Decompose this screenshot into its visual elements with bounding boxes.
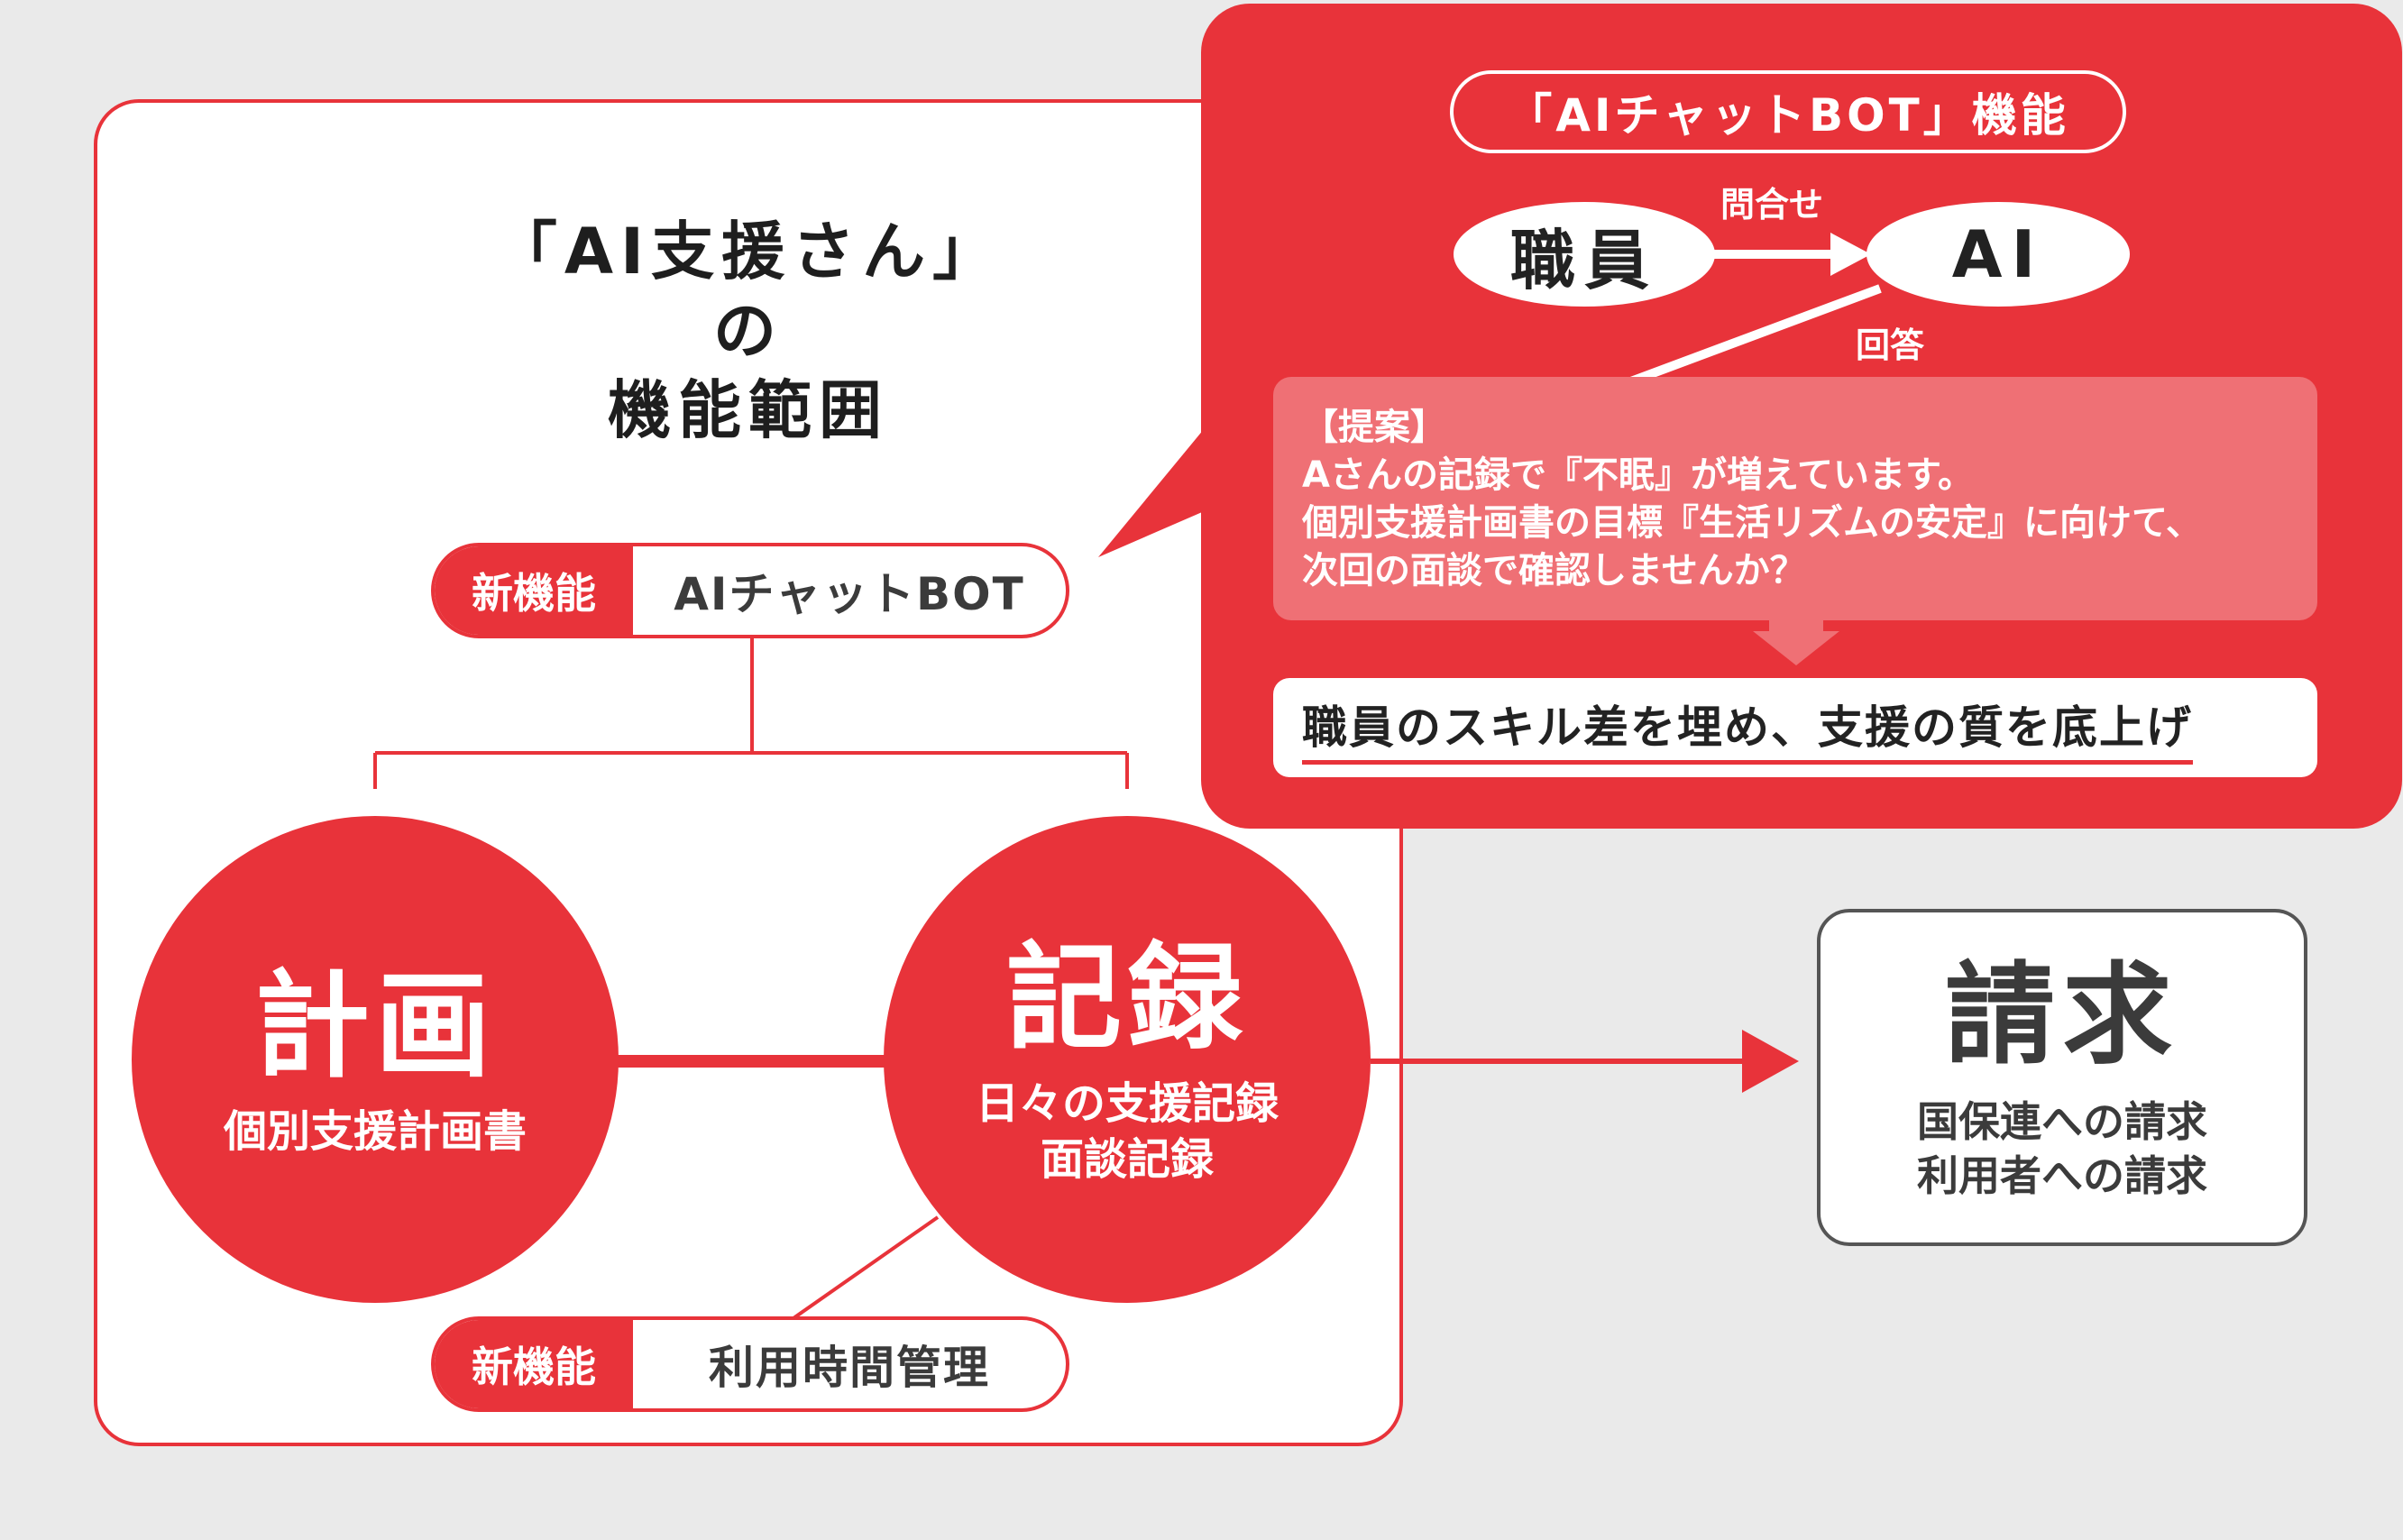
proposal-line1: Aさんの記録で『不眠』が増えています。 — [1302, 454, 1974, 496]
time-mgmt-link-line — [792, 1215, 940, 1320]
feature-name-chatbot: AIチャットBOT — [674, 568, 1025, 620]
down-arrow-icon — [1753, 620, 1839, 665]
inquiry-label: 問合せ — [1720, 185, 1824, 225]
record-title: 記録 — [1005, 931, 1248, 1066]
plan-circle: 計画 個別支援計画書 — [132, 816, 619, 1303]
ai-label: AI — [1951, 216, 2045, 292]
inquiry-arrow-head — [1830, 233, 1871, 276]
record-subtitle-line1: 日々の支援記録 — [975, 1078, 1279, 1129]
plan-subtitle: 個別支援計画書 — [223, 1106, 527, 1157]
billing-line2: 利用者への請求 — [1917, 1151, 2207, 1200]
answer-label: 回答 — [1856, 325, 1925, 365]
ai-ellipse: AI — [1866, 202, 2130, 307]
staff-label: 職員 — [1509, 222, 1658, 298]
proposal-message: 【提案】 Aさんの記録で『不眠』が増えています。 個別支援計画書の目標『生活リズ… — [1273, 377, 2317, 620]
scope-title-line3: 機能範囲 — [608, 373, 889, 447]
feature-name-time-management: 利用時間管理 — [709, 1342, 990, 1394]
proposal-line2: 個別支援計画書の目標『生活リズムの安定』に向けて、 — [1302, 502, 2202, 544]
record-subtitle-line2: 面談記録 — [1040, 1134, 1214, 1185]
feature-tag-time-management: 新機能 利用時間管理 — [431, 1316, 1069, 1412]
feature-tag-chatbot: 新機能 AIチャットBOT — [431, 543, 1069, 638]
scope-title-line1: 「AI支援さん」 — [493, 215, 1004, 289]
popup-title: 「AIチャットBOT」機能 — [1450, 70, 2126, 153]
billing-line1: 国保連への請求 — [1917, 1097, 2207, 1146]
result-banner: 職員のスキル差を埋め、支援の質を底上げ — [1273, 678, 2317, 777]
scope-title: 「AI支援さん」 の 機能範囲 — [433, 212, 1064, 450]
record-circle: 記録 日々の支援記録 面談記録 — [884, 816, 1371, 1303]
billing-box: 請求 国保連への請求 利用者への請求 — [1817, 909, 2307, 1246]
plan-title: 計画 — [253, 959, 496, 1094]
proposal-header: 【提案】 — [1302, 407, 1446, 448]
scope-title-line2: の — [713, 294, 784, 368]
new-feature-badge: 新機能 — [435, 1320, 633, 1408]
proposal-line3: 次回の面談で確認しませんか？ — [1302, 550, 1806, 591]
popup-pointer-tail — [1098, 424, 1208, 557]
new-feature-badge: 新機能 — [435, 546, 633, 635]
result-text: 職員のスキル差を埋め、支援の質を底上げ — [1302, 692, 2193, 765]
billing-title: 請求 — [1945, 951, 2179, 1079]
staff-ellipse: 職員 — [1454, 202, 1715, 307]
record-billing-arrow-head — [1742, 1030, 1799, 1093]
